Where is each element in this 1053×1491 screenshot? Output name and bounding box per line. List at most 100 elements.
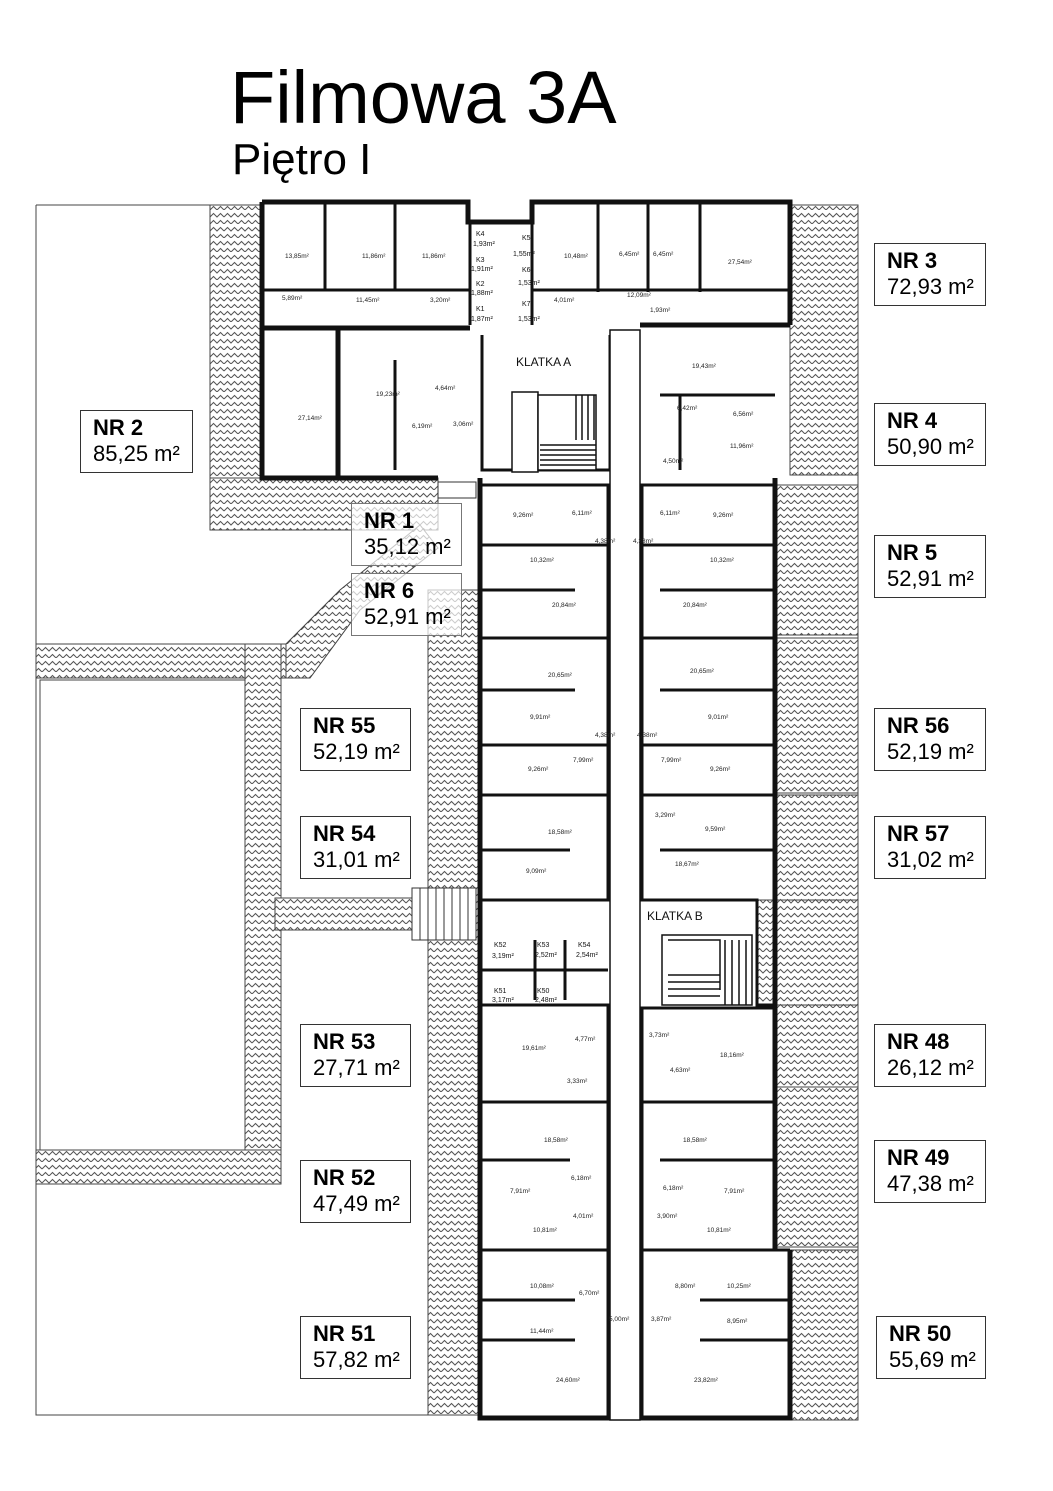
room-area: 6,11m²: [572, 510, 593, 517]
room-area: 9,01m²: [708, 714, 729, 721]
stairwell-a-label: KLATKA A: [516, 355, 571, 369]
room-area: 7,91m²: [510, 1188, 531, 1195]
storage-name: K53: [537, 942, 550, 949]
storage-name: K2: [476, 281, 485, 288]
apartment-label-nr48: NR 48 26,12 m²: [874, 1024, 986, 1087]
apartment-label-nr2: NR 2 85,25 m²: [80, 410, 193, 473]
storage-area: 3,17m²: [492, 997, 514, 1004]
room-area: 11,86m²: [422, 253, 446, 260]
room-area: 4,38m²: [595, 538, 616, 545]
apartment-number: NR 57: [887, 821, 950, 846]
apartment-label-nr49: NR 49 47,38 m²: [874, 1140, 986, 1203]
apartment-area: 35,12 m²: [364, 534, 451, 559]
apartment-label-nr55: NR 55 52,19 m²: [300, 708, 411, 771]
apartment-number: NR 5: [887, 540, 938, 565]
room-area: 6,45m²: [619, 251, 640, 258]
room-area: 20,84m²: [683, 602, 708, 609]
room-area: 27,54m²: [728, 259, 753, 266]
room-area: 23,82m²: [694, 1377, 719, 1384]
room-area: 3,33m²: [567, 1078, 588, 1085]
apartment-number: NR 52: [313, 1165, 376, 1190]
storage-area: 1,53m²: [518, 280, 540, 287]
room-area: 11,44m²: [530, 1328, 554, 1335]
room-area: 3,73m²: [649, 1032, 670, 1039]
storage-name: K6: [522, 267, 531, 274]
apartment-label-nr1: NR 1 35,12 m²: [351, 503, 462, 566]
apartment-area: 47,49 m²: [313, 1191, 400, 1216]
room-area: 4,63m²: [670, 1067, 691, 1074]
room-area: 6,42m²: [677, 405, 698, 412]
room-area: 3,87m²: [651, 1316, 672, 1323]
apartment-label-nr56: NR 56 52,19 m²: [874, 708, 986, 771]
room-area: 10,81m²: [707, 1227, 732, 1234]
storage-name: K54: [578, 942, 591, 949]
apartment-area: 52,19 m²: [313, 739, 400, 764]
apartment-number: NR 2: [93, 415, 144, 440]
room-area: 20,84m²: [552, 602, 577, 609]
room-area: 10,48m²: [564, 253, 589, 260]
apartment-label-nr6: NR 6 52,91 m²: [351, 573, 462, 636]
apartment-area: 50,90 m²: [887, 434, 974, 459]
apartment-area: 52,91 m²: [887, 566, 974, 591]
apartment-number: NR 49: [887, 1145, 950, 1170]
room-area: 3,29m²: [655, 812, 676, 819]
stairwell-b-label: KLATKA B: [647, 909, 703, 923]
room-area: 4,50m²: [663, 458, 684, 465]
hatched-walls: [35, 204, 859, 1421]
room-area: 3,06m²: [453, 421, 474, 428]
storage-area: 2,48m²: [535, 997, 557, 1004]
room-area: 4,38m²: [633, 538, 654, 545]
building-walls: [259, 199, 793, 1421]
storage-area: 3,19m²: [492, 953, 514, 960]
room-area: 6,56m²: [733, 411, 754, 418]
room-area: 19,61m²: [522, 1045, 547, 1052]
room-area: 9,09m²: [526, 868, 547, 875]
room-area: 4,77m²: [575, 1036, 596, 1043]
storage-name: K50: [537, 988, 550, 995]
room-area: 9,91m²: [530, 714, 551, 721]
room-area: 10,08m²: [530, 1283, 555, 1290]
room-area: 3,90m²: [657, 1213, 678, 1220]
apartment-number: NR 56: [887, 713, 950, 738]
storage-area: 1,91m²: [471, 266, 493, 273]
room-area: 4,01m²: [573, 1213, 594, 1220]
storage-area: 1,87m²: [471, 316, 493, 323]
room-area: 11,86m²: [362, 253, 386, 260]
room-area: 4,38m²: [595, 732, 616, 739]
apartment-area: 47,38 m²: [887, 1171, 974, 1196]
storage-a-labels: K4 1,93m² K5 1,55m² K3 1,91m² K6 1,53m² …: [471, 231, 540, 323]
room-area: 20,65m²: [548, 672, 573, 679]
floor-subtitle: Piętro I: [232, 135, 372, 184]
storage-name: K7: [522, 301, 531, 308]
storage-name: K3: [476, 257, 485, 264]
storage-name: K5: [522, 235, 531, 242]
storage-b-labels: K52 3,19m² K53 2,52m² K54 2,54m² K51 3,1…: [492, 942, 598, 1004]
apartment-area: 31,01 m²: [313, 847, 400, 872]
apartment-area: 31,02 m²: [887, 847, 974, 872]
room-area: 6,18m²: [663, 1185, 684, 1192]
room-area: 9,26m²: [713, 512, 734, 519]
apartment-area: 72,93 m²: [887, 274, 974, 299]
apartment-label-nr54: NR 54 31,01 m²: [300, 816, 411, 879]
room-areas: 13,85m² 11,86m² 11,86m² 5,89m² 11,45m² 3…: [282, 251, 754, 1384]
room-area: 3,20m²: [430, 297, 451, 304]
room-area: 10,32m²: [530, 557, 555, 564]
apartment-number: NR 53: [313, 1029, 376, 1054]
storage-area: 1,53m²: [518, 316, 540, 323]
room-area: 6,19m²: [412, 423, 433, 430]
apartment-area: 85,25 m²: [93, 441, 180, 466]
room-area: 13,85m²: [285, 253, 310, 260]
stairwell-a: [511, 391, 597, 473]
room-area: 8,80m²: [675, 1283, 696, 1290]
apartment-label-nr52: NR 52 47,49 m²: [300, 1160, 411, 1223]
storage-name: K4: [476, 231, 485, 238]
room-area: 9,26m²: [528, 766, 549, 773]
storage-area: 1,55m²: [513, 251, 535, 258]
room-area: 18,58m²: [683, 1137, 708, 1144]
apartment-area: 26,12 m²: [887, 1055, 974, 1080]
storage-name: K52: [494, 942, 507, 949]
apartment-number: NR 50: [889, 1321, 952, 1346]
room-area: 5,00m²: [609, 1316, 630, 1323]
room-area: 6,70m²: [579, 1290, 600, 1297]
